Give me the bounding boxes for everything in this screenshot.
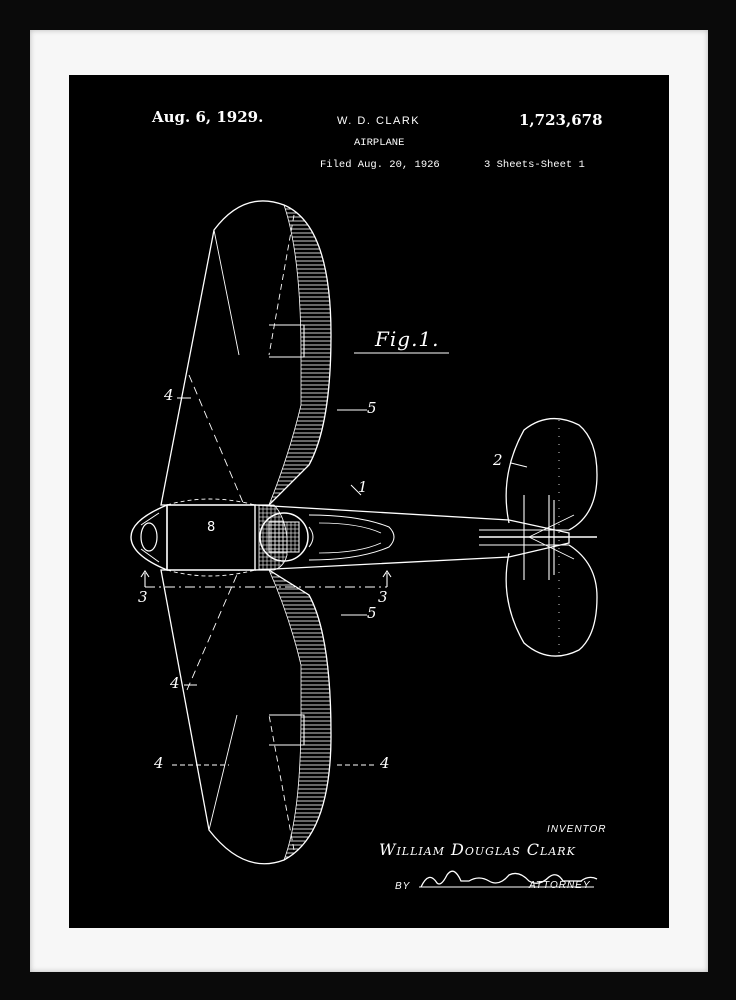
engine-block [166, 504, 256, 571]
callout-engine: 8 [207, 520, 216, 535]
callout-section-left: 3 [138, 588, 148, 606]
callout-wing-upper: 4 [164, 386, 174, 404]
figure-label: Fig.1. [375, 327, 440, 351]
lower-aileron [269, 714, 305, 746]
fuselage-outline [254, 504, 570, 571]
airplane-drawing [130, 200, 598, 888]
patent-filed-date: Filed Aug. 20, 1926 [320, 159, 440, 171]
tail-stabilizer-lower [505, 544, 598, 657]
patent-sheets: 3 Sheets-Sheet 1 [484, 159, 585, 171]
inventor-caption: INVENTOR [547, 824, 607, 835]
patent-print: Aug. 6, 1929. W. D. CLARK 1,723,678 AIRP… [69, 75, 669, 928]
patent-date: Aug. 6, 1929. [152, 108, 264, 126]
lower-wing-hatch [268, 568, 332, 861]
callout-aileron-upper: 5 [367, 399, 377, 417]
callout-wing-lower-right: 4 [380, 754, 390, 772]
patent-inventor-header: W. D. CLARK [337, 115, 421, 127]
by-caption: BY [395, 881, 411, 892]
callout-wing-lower: 4 [170, 674, 180, 692]
nose-cowling [130, 503, 168, 572]
upper-aileron [269, 324, 305, 358]
patent-number: 1,723,678 [519, 111, 603, 129]
callout-aileron-lower: 5 [367, 604, 377, 622]
callout-tail: 2 [493, 451, 503, 469]
cockpit-seat [268, 521, 300, 553]
attorney-signature [420, 870, 598, 888]
tail-stabilizer-upper [505, 418, 598, 531]
cockpit-ring [259, 512, 309, 562]
callout-wing-lower-left: 4 [154, 754, 164, 772]
upper-wing-hatch [268, 204, 332, 506]
callout-fuselage: 1 [358, 478, 368, 496]
inventor-name: William Douglas Clark [379, 840, 576, 859]
patent-title: AIRPLANE [354, 137, 405, 149]
attorney-caption: ATTORNEY [529, 880, 591, 891]
callout-section-right: 3 [378, 588, 388, 606]
